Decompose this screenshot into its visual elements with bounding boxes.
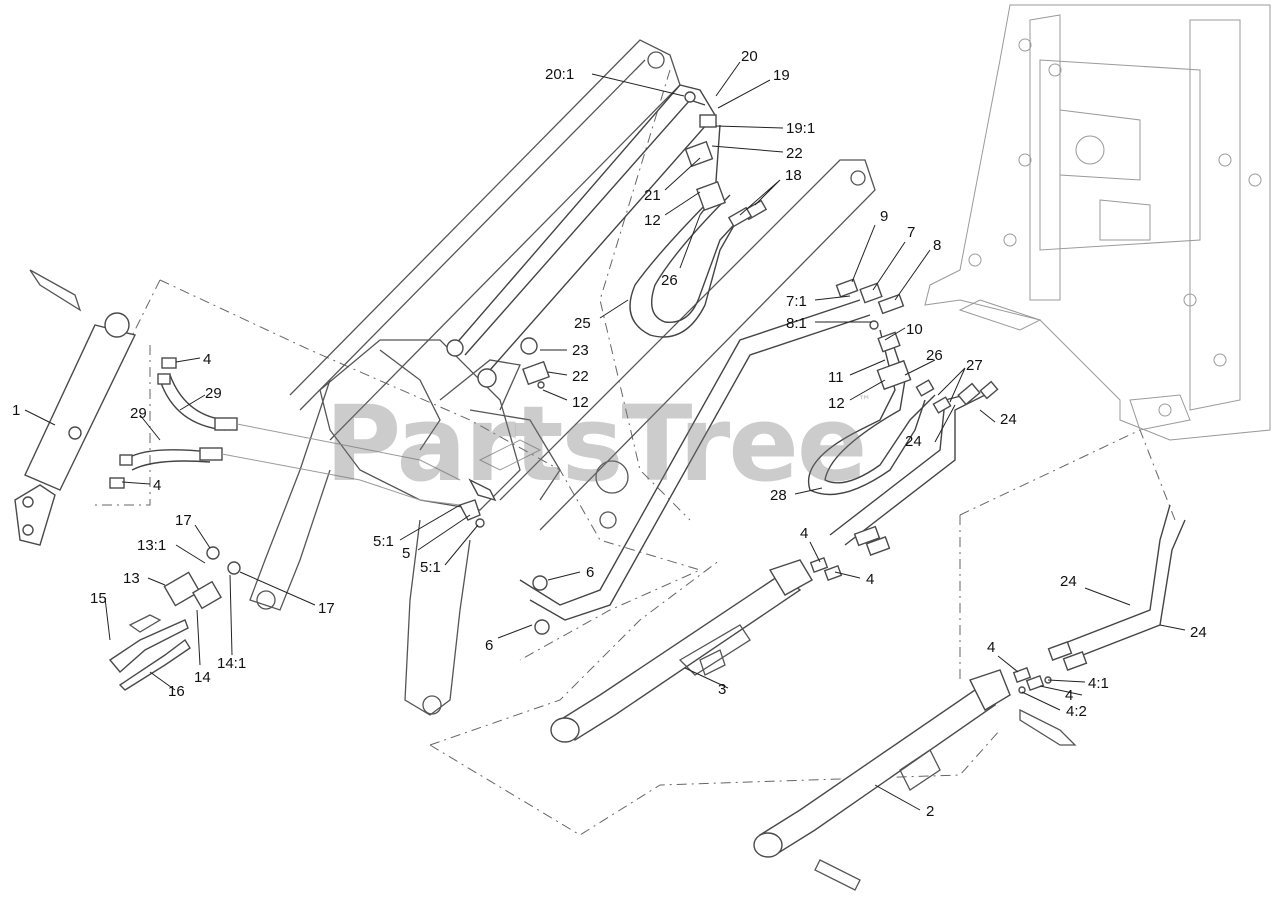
callout-4-1: 4:1 <box>1088 675 1109 692</box>
callout-22-top: 22 <box>786 145 803 162</box>
quick-couplers <box>108 546 241 691</box>
callout-24-d: 24 <box>1190 624 1207 641</box>
callout-3: 3 <box>718 681 726 698</box>
callout-18: 18 <box>785 167 802 184</box>
callout-29-a: 29 <box>130 405 147 422</box>
callout-26-top: 26 <box>661 272 678 289</box>
left-hoses <box>109 357 461 506</box>
callout-29-b: 29 <box>205 385 222 402</box>
callout-13-1: 13:1 <box>137 537 166 554</box>
callout-4-e: 4 <box>987 639 995 656</box>
callout-25: 25 <box>574 315 591 332</box>
callout-19: 19 <box>773 67 790 84</box>
callout-4-a: 4 <box>203 351 211 368</box>
callout-19-1: 19:1 <box>786 120 815 137</box>
loader-arms <box>249 39 876 716</box>
callout-20: 20 <box>741 48 758 65</box>
callout-23: 23 <box>572 342 589 359</box>
callout-14: 14 <box>194 669 211 686</box>
callout-10: 10 <box>906 321 923 338</box>
tilt-cylinder-left <box>14 269 137 546</box>
callout-20-1: 20:1 <box>545 66 574 83</box>
callout-27: 27 <box>966 357 983 374</box>
right-hoses <box>519 278 999 635</box>
callout-8: 8 <box>933 237 941 254</box>
callout-4-c: 4 <box>800 525 808 542</box>
callout-5-1-a: 5:1 <box>373 533 394 550</box>
lift-cylinder-3 <box>550 525 891 743</box>
upper-hoses <box>446 84 768 389</box>
lift-cylinder-2 <box>753 504 1186 891</box>
callout-5: 5 <box>402 545 410 562</box>
callout-12-mid: 12 <box>572 394 589 411</box>
callout-4-d: 4 <box>866 571 874 588</box>
callout-17-b: 17 <box>318 600 335 617</box>
callout-15: 15 <box>90 590 107 607</box>
callout-8-1: 8:1 <box>786 315 807 332</box>
callout-5-1-b: 5:1 <box>420 559 441 576</box>
callout-24-a: 24 <box>1000 411 1017 428</box>
callout-28: 28 <box>770 487 787 504</box>
leader-lines <box>24 61 1186 811</box>
callout-4-b: 4 <box>153 477 161 494</box>
callout-6-b: 6 <box>485 637 493 654</box>
watermark-trademark: ™ <box>858 394 871 409</box>
callout-4-2: 4:2 <box>1066 703 1087 720</box>
callout-22-mid: 22 <box>572 368 589 385</box>
callout-26-right: 26 <box>926 347 943 364</box>
callout-11: 11 <box>828 369 844 386</box>
watermark: PartsTree ™ <box>325 383 871 505</box>
callout-1: 1 <box>12 402 20 419</box>
callout-13: 13 <box>123 570 140 587</box>
center-fittings <box>458 478 497 528</box>
callout-6-a: 6 <box>586 564 594 581</box>
callout-4-f: 4 <box>1065 687 1073 704</box>
callout-17-a: 17 <box>175 512 192 529</box>
callout-12-right: 12 <box>828 395 845 412</box>
watermark-text: PartsTree <box>325 383 865 505</box>
callout-24-b: 24 <box>905 433 922 450</box>
callout-9: 9 <box>880 208 888 225</box>
callout-labels: 20:1 20 19 19:1 22 21 12 18 26 25 23 22 … <box>12 48 1207 820</box>
callout-21: 21 <box>644 187 661 204</box>
mount-frame <box>924 4 1271 441</box>
callout-24-c: 24 <box>1060 573 1077 590</box>
callout-14-1: 14:1 <box>217 655 246 672</box>
callout-7: 7 <box>907 224 915 241</box>
callout-7-1: 7:1 <box>786 293 807 310</box>
callout-12-top: 12 <box>644 212 661 229</box>
callout-16: 16 <box>168 683 185 700</box>
callout-2: 2 <box>926 803 934 820</box>
